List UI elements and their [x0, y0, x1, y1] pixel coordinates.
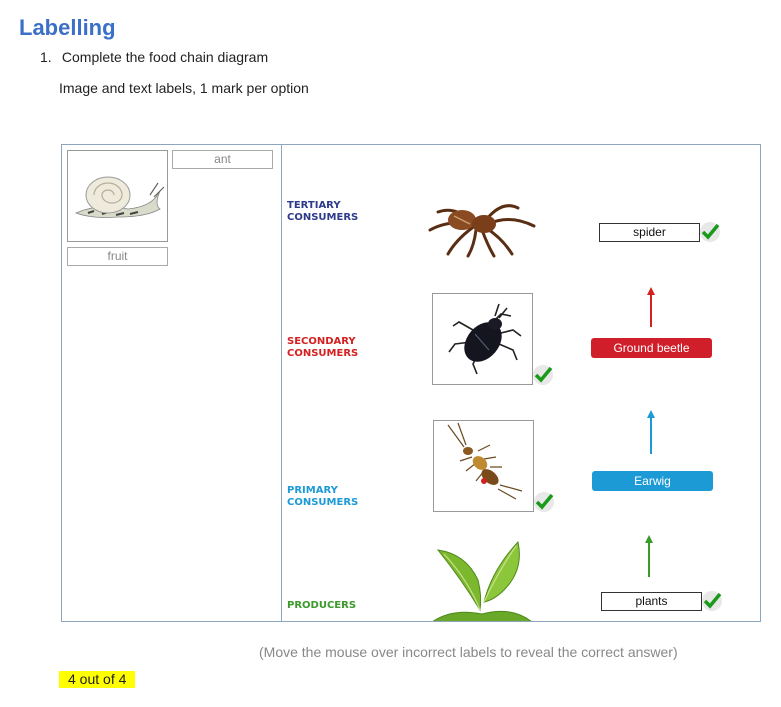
secondary-label-filled: Ground beetle: [591, 338, 712, 358]
level-producers: PRODUCERS: [287, 600, 357, 611]
option-fruit[interactable]: fruit: [67, 247, 168, 266]
earwig-image-dropzone[interactable]: [433, 420, 534, 512]
frame-divider: [281, 144, 282, 622]
producer-correct-tick: [702, 591, 722, 611]
leaf-icon: [432, 540, 532, 621]
plant-image: [432, 540, 532, 621]
earwig-icon: [447, 422, 523, 500]
tertiary-answer-box[interactable]: spider: [599, 223, 700, 242]
question-number: 1.: [40, 49, 52, 65]
secondary-correct-tick: [533, 365, 553, 385]
checkmark-icon: [701, 223, 720, 240]
checkmark-icon: [703, 592, 722, 609]
snail-image-option[interactable]: [67, 150, 168, 242]
arrow-blue: [646, 410, 656, 454]
page-title: Labelling: [19, 15, 116, 40]
instruction-text: Image and text labels, 1 mark per option: [59, 80, 309, 96]
tertiary-correct-tick: [700, 222, 720, 242]
snail-icon: [74, 176, 165, 218]
hint-text: (Move the mouse over incorrect labels to…: [259, 644, 678, 660]
spider-icon: [428, 204, 536, 258]
question: 1. Complete the food chain diagram: [40, 49, 268, 65]
primary-correct-tick: [534, 492, 554, 512]
spider-image: [418, 190, 538, 260]
beetle-image-dropzone[interactable]: [432, 293, 533, 385]
checkmark-icon: [534, 366, 553, 383]
arrow-up-icon: [645, 535, 653, 577]
checkmark-icon: [535, 493, 554, 510]
arrow-up-icon: [647, 287, 655, 327]
labelling-frame: [61, 144, 761, 622]
arrow-up-icon: [647, 410, 655, 454]
beetle-icon: [448, 303, 522, 375]
primary-label-filled: Earwig: [592, 471, 713, 491]
arrow-red: [646, 287, 656, 327]
option-ant[interactable]: ant: [172, 150, 273, 169]
arrow-green: [644, 535, 654, 577]
score-badge: 4 out of 4: [59, 671, 136, 688]
producer-answer-box[interactable]: plants: [601, 592, 702, 611]
question-text: Complete the food chain diagram: [61, 49, 269, 65]
